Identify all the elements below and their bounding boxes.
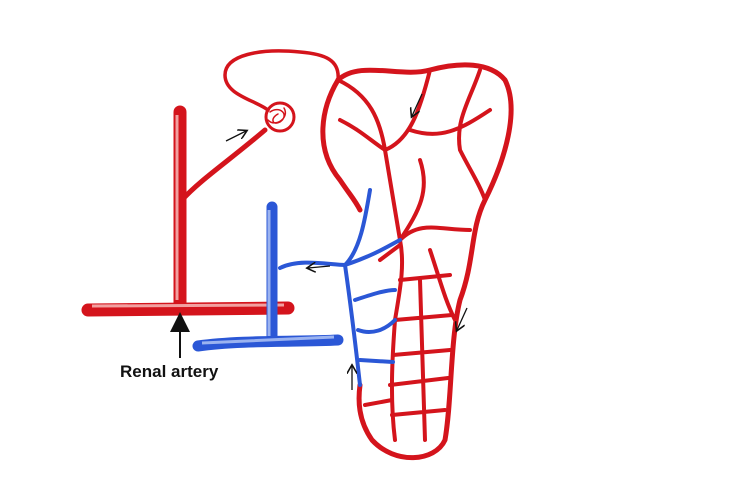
flow-arrows (170, 93, 468, 390)
flow-arrow-afferent (225, 131, 246, 142)
flow-arrow-vein (308, 266, 331, 268)
glomerulus (223, 49, 340, 133)
flow-arrow-network-side (457, 307, 468, 330)
renal-artery-label: Renal artery (120, 362, 219, 381)
flow-arrow-network-top (412, 93, 423, 116)
renal-vein (192, 188, 402, 387)
renal-artery (81, 105, 295, 317)
